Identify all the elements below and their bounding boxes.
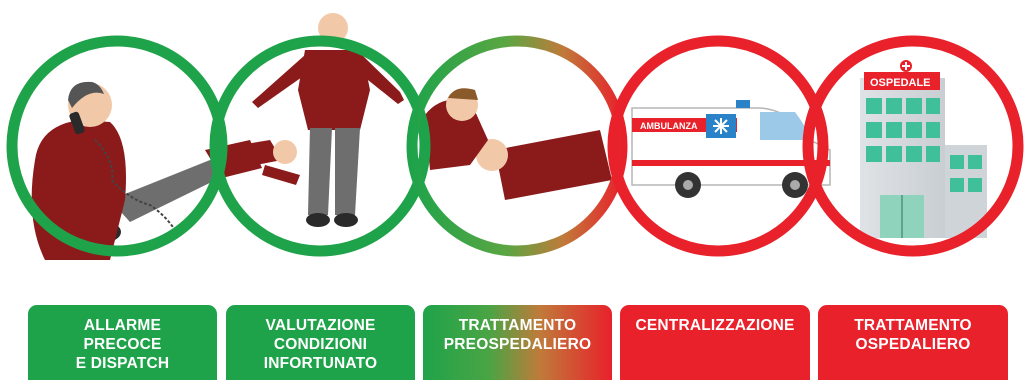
first-aid-scene bbox=[425, 88, 612, 200]
step-label-line: PREOSPEDALIERO bbox=[443, 336, 592, 353]
chain-of-survival-illustration: AMBULANZA OSPEDALE bbox=[6, 13, 1024, 260]
step-alarm-dispatch: ALLARME PRECOCE E DISPATCH bbox=[28, 305, 217, 380]
ring-assessment bbox=[209, 35, 431, 257]
step-label-line: CONDIZIONI bbox=[273, 336, 368, 353]
step-label-line: TRATTAMENTO bbox=[458, 317, 577, 334]
ring-alarm bbox=[6, 35, 228, 257]
assessment-scene bbox=[210, 13, 404, 227]
step-label-line: VALUTAZIONE bbox=[265, 317, 376, 334]
ambulance-label: AMBULANZA bbox=[640, 121, 698, 131]
step-centralization: CENTRALIZZAZIONE bbox=[620, 305, 810, 380]
step-label-line: CENTRALIZZAZIONE bbox=[635, 317, 795, 334]
step-label-line: PRECOCE bbox=[83, 336, 162, 353]
hospital: OSPEDALE bbox=[860, 60, 987, 238]
ring-centralization bbox=[607, 35, 829, 257]
step-label-line: ALLARME bbox=[83, 317, 162, 334]
ambulance: AMBULANZA bbox=[631, 100, 831, 198]
step-label-line: TRATTAMENTO bbox=[854, 317, 972, 334]
step-label-line: INFORTUNATO bbox=[263, 355, 378, 372]
step-assessment: VALUTAZIONE CONDIZIONI INFORTUNATO bbox=[226, 305, 415, 380]
chain-rings bbox=[6, 35, 1024, 257]
step-pre-hospital-treatment: TRATTAMENTO PREOSPEDALIERO bbox=[423, 305, 612, 380]
ring-pre-hospital-treatment bbox=[406, 35, 628, 257]
hospital-label: OSPEDALE bbox=[870, 77, 931, 89]
step-label-line: E DISPATCH bbox=[75, 355, 170, 372]
step-hospital-treatment: TRATTAMENTO OSPEDALIERO bbox=[818, 305, 1008, 380]
ring-hospital-treatment bbox=[802, 35, 1024, 257]
step-label-line: OSPEDALIERO bbox=[855, 336, 971, 353]
